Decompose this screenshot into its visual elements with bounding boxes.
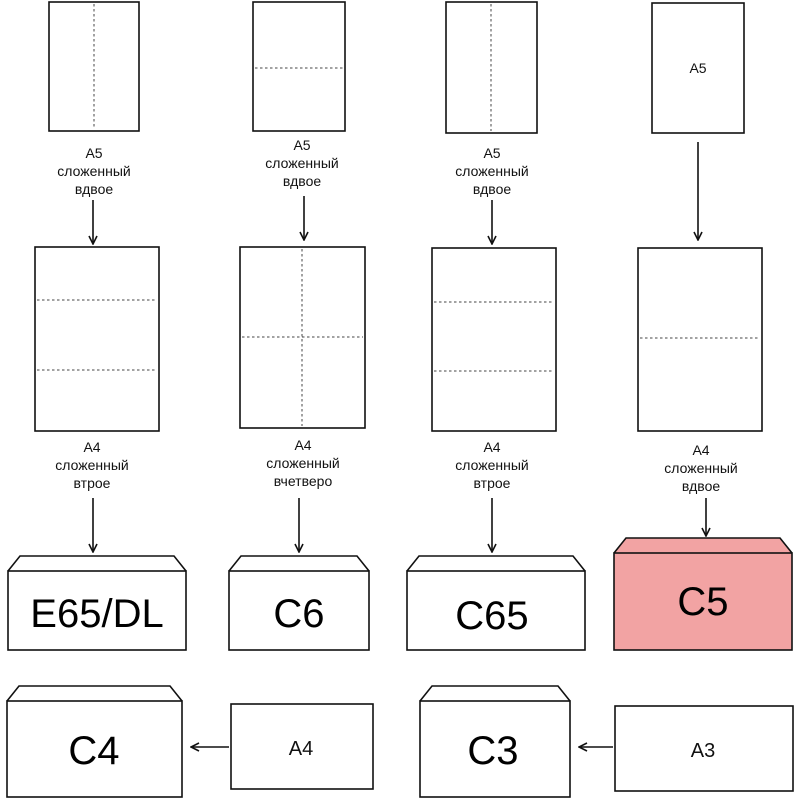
envelope-e65-dl: E65/DL [7,555,187,651]
bottom-pair-c3: C3 A3 [419,685,794,798]
envelope-c65: C65 [406,555,586,651]
bottom-pair-c4: C4 A4 [6,685,374,798]
envelope-label: C3 [467,729,518,773]
a5-sheet [252,1,346,132]
a4-sheet [34,246,160,432]
envelope-c5-highlighted: C5 [613,537,793,651]
envelope-label: E65/DL [30,592,163,636]
sheet-label: A5 [689,60,706,76]
a5-sheet [651,2,745,134]
envelope-c3: C3 [419,685,571,798]
source-label: A4 [289,738,313,760]
sheet-name: A5 [85,145,102,161]
source-label: A3 [691,740,715,762]
envelope-label: C65 [455,594,528,638]
envelope-label: C5 [677,580,728,624]
sheet-name: A5 [293,137,310,153]
envelope-label: C6 [273,592,324,636]
sheet-name: A5 [483,145,500,161]
a4-sheet [637,247,763,432]
a4-sheet [431,247,557,432]
envelope-c6: C6 [228,555,370,651]
sheet-name: A4 [294,437,311,453]
sheet-name: A4 [83,439,100,455]
sheet-name: A4 [692,442,709,458]
envelope-label: C4 [68,729,119,773]
a3-source-sheet [614,705,794,792]
a4-source-sheet [230,703,374,790]
envelope-c4: C4 [6,685,183,798]
a5-sheet [445,1,538,134]
sheet-name: A4 [483,439,500,455]
